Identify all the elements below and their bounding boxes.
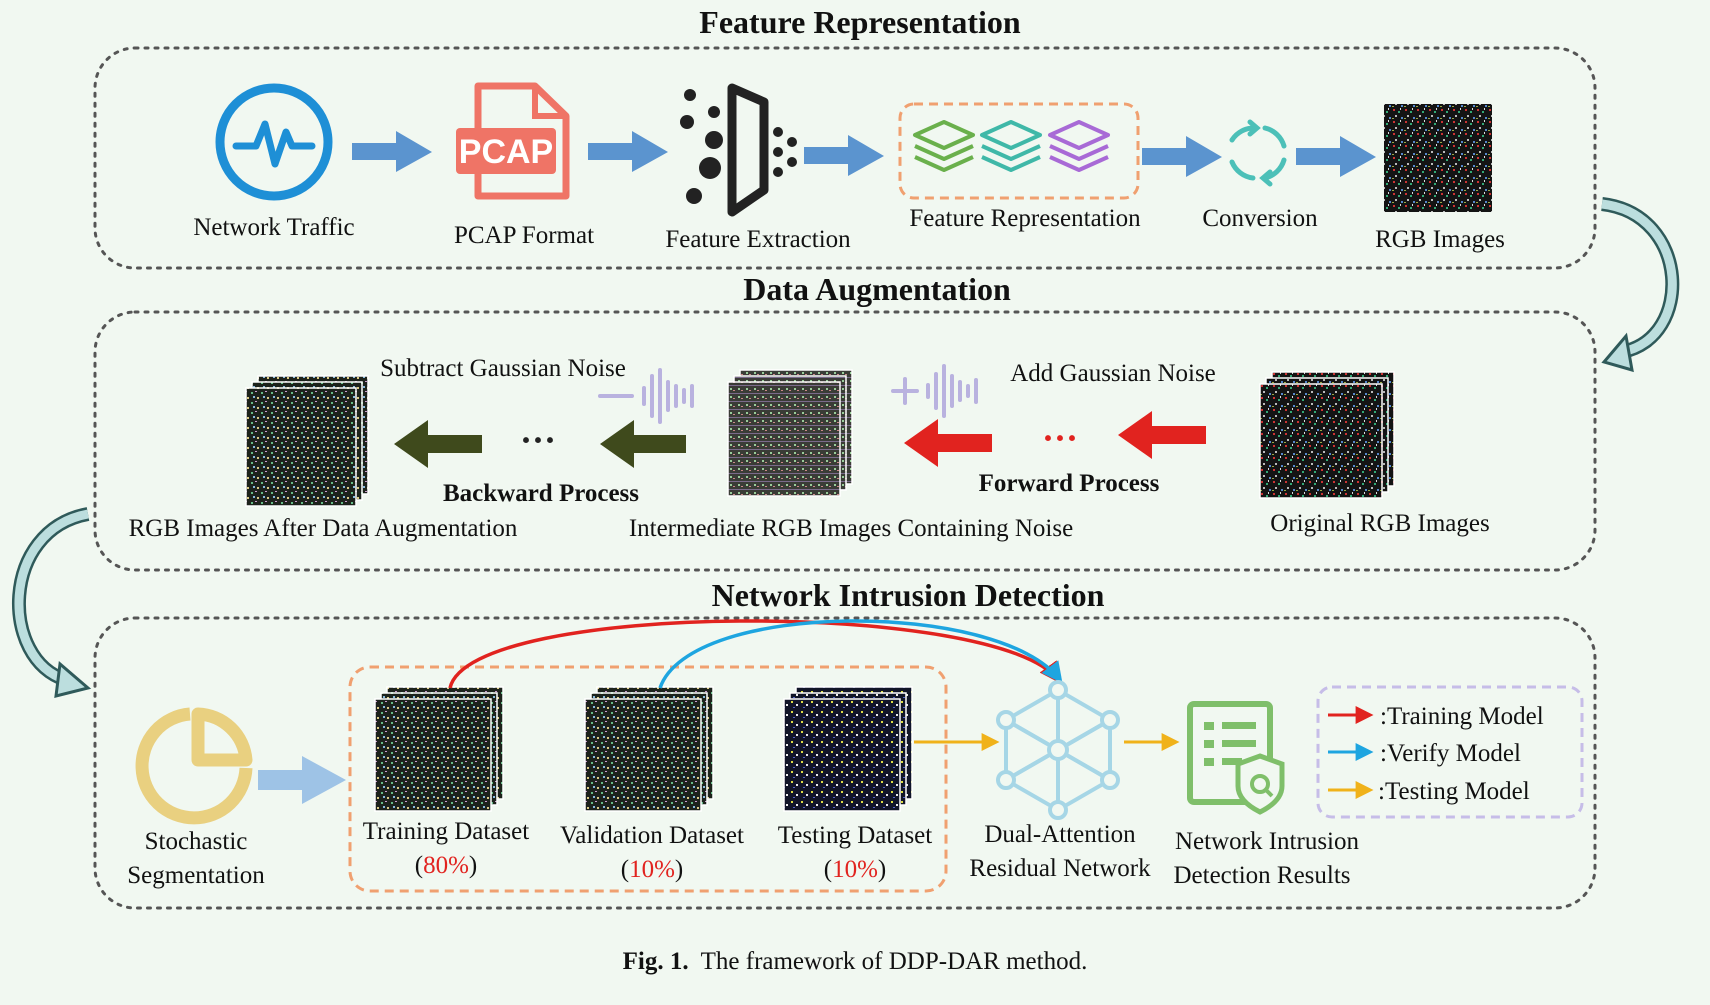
pcap-icon-text: PCAP bbox=[459, 133, 553, 171]
label-validation: Validation Dataset bbox=[560, 822, 744, 849]
backward-arrow bbox=[394, 420, 482, 468]
augmented-rgb-images bbox=[245, 375, 369, 507]
layers-icon-green bbox=[913, 120, 975, 172]
section-box-augmentation bbox=[93, 310, 1597, 572]
label-backward-process: Backward Process bbox=[443, 480, 639, 507]
legend-box bbox=[1316, 685, 1584, 819]
label-network-traffic: Network Traffic bbox=[193, 214, 354, 241]
network-traffic-icon bbox=[215, 83, 333, 201]
label-testing-pct: (10%) bbox=[824, 856, 886, 883]
legend-testing-label: :Testing Model bbox=[1378, 778, 1530, 805]
label-training: Training Dataset bbox=[363, 818, 529, 845]
flow-arrow bbox=[804, 135, 884, 176]
section-connector-arrow bbox=[11, 507, 92, 698]
legend-verify-label: :Verify Model bbox=[1380, 740, 1521, 767]
backward-arrow bbox=[600, 420, 686, 468]
label-results-1: Network Intrusion bbox=[1175, 828, 1359, 855]
validation-pct-value: 10% bbox=[629, 856, 675, 883]
section-title-augmentation: Data Augmentation bbox=[743, 271, 1011, 307]
original-rgb-images bbox=[1259, 371, 1395, 499]
conversion-icon bbox=[1229, 119, 1287, 187]
forward-arrow bbox=[1118, 411, 1206, 459]
training-dataset-images bbox=[374, 686, 504, 812]
label-pcap-format: PCAP Format bbox=[454, 222, 594, 249]
ellipsis-forward: ··· bbox=[1042, 418, 1078, 458]
flow-arrow bbox=[352, 131, 432, 172]
label-add-noise: Add Gaussian Noise bbox=[1010, 360, 1216, 387]
training-pct-value: 80% bbox=[423, 852, 469, 879]
section-connector-arrow bbox=[1600, 197, 1680, 373]
label-results-2: Detection Results bbox=[1173, 862, 1350, 889]
ellipsis-backward: ··· bbox=[520, 420, 556, 460]
label-training-pct: (80%) bbox=[415, 852, 477, 879]
section-box-detection bbox=[93, 616, 1597, 910]
layers-icon-purple bbox=[1048, 120, 1110, 172]
label-rgb-images: RGB Images bbox=[1375, 226, 1505, 253]
label-after-augmentation: RGB Images After Data Augmentation bbox=[129, 515, 518, 542]
label-subtract-noise: Subtract Gaussian Noise bbox=[380, 355, 626, 382]
label-intermediate: Intermediate RGB Images Containing Noise bbox=[629, 515, 1073, 542]
label-testing: Testing Dataset bbox=[778, 822, 933, 849]
testing-dataset-images bbox=[783, 686, 913, 812]
validation-dataset-images bbox=[584, 686, 714, 812]
dataset-split-box bbox=[348, 665, 948, 893]
label-stochastic-2: Segmentation bbox=[127, 862, 265, 889]
subtract-noise-icon bbox=[598, 368, 694, 424]
label-original: Original RGB Images bbox=[1270, 510, 1489, 537]
pie-chart-icon bbox=[135, 707, 253, 825]
flow-arrow bbox=[258, 756, 346, 804]
label-validation-pct: (10%) bbox=[621, 856, 683, 883]
feature-representation-box bbox=[898, 102, 1140, 200]
flow-arrow bbox=[1142, 136, 1222, 177]
legend-training-label: :Training Model bbox=[1380, 703, 1544, 730]
flow-arrow bbox=[588, 131, 668, 172]
rgb-image bbox=[1384, 104, 1492, 212]
label-feature-extraction: Feature Extraction bbox=[665, 226, 851, 253]
neural-network-icon bbox=[996, 680, 1120, 820]
label-forward-process: Forward Process bbox=[979, 470, 1160, 497]
section-box-feature bbox=[93, 46, 1597, 270]
section-title-feature: Feature Representation bbox=[699, 4, 1021, 40]
forward-arrow bbox=[904, 419, 992, 467]
caption-label: Fig. 1. bbox=[623, 948, 689, 975]
training-model-line bbox=[448, 619, 1061, 689]
flow-arrow bbox=[1296, 136, 1376, 177]
label-dar-1: Dual-Attention bbox=[984, 821, 1136, 848]
label-conversion: Conversion bbox=[1202, 205, 1318, 232]
layers-icon-teal bbox=[980, 120, 1042, 172]
verify-model-line bbox=[658, 619, 1063, 689]
add-noise-icon bbox=[891, 364, 978, 418]
figure-caption: Fig. 1. The framework of DDP-DAR method. bbox=[623, 948, 1088, 975]
label-stochastic-1: Stochastic bbox=[145, 828, 248, 855]
section-title-detection: Network Intrusion Detection bbox=[712, 577, 1105, 613]
intermediate-noisy-images bbox=[727, 369, 853, 497]
report-shield-icon bbox=[1187, 701, 1285, 815]
label-feature-representation: Feature Representation bbox=[909, 205, 1141, 232]
pcap-file-icon: PCAP bbox=[456, 82, 570, 200]
caption-text: The framework of DDP-DAR method. bbox=[701, 948, 1088, 975]
label-dar-2: Residual Network bbox=[969, 855, 1151, 882]
feature-extraction-icon bbox=[680, 83, 797, 217]
testing-pct-value: 10% bbox=[832, 856, 878, 883]
